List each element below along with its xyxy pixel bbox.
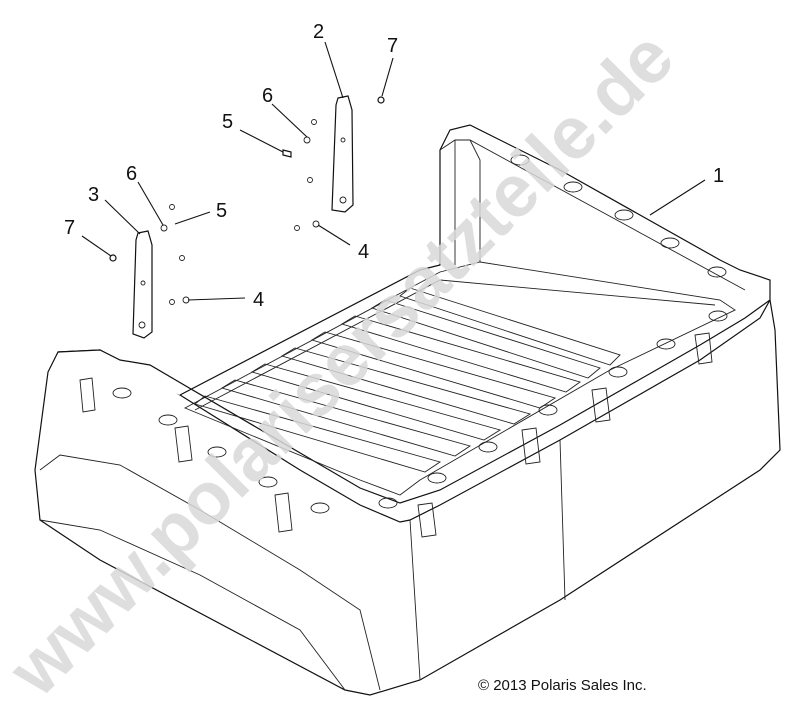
copyright-notice: © 2013 Polaris Sales Inc. [478, 677, 647, 694]
hardware [109, 96, 385, 305]
callout-6-upper: 6 [262, 85, 273, 107]
cargo-box [34, 124, 781, 696]
callout-4-upper: 4 [358, 241, 369, 263]
callout-5-upper: 5 [222, 111, 233, 133]
callout-4-lower: 4 [253, 289, 264, 311]
callout-5-lower: 5 [216, 200, 227, 222]
bracket-3 [132, 230, 153, 339]
callout-7-upper: 7 [387, 35, 398, 57]
callout-6-lower: 6 [126, 163, 137, 185]
leader-lines [81, 41, 706, 301]
callout-1: 1 [713, 165, 724, 187]
bracket-2 [331, 95, 354, 213]
callout-2: 2 [313, 21, 324, 43]
callout-7-lower: 7 [64, 217, 75, 239]
callout-3: 3 [88, 184, 99, 206]
